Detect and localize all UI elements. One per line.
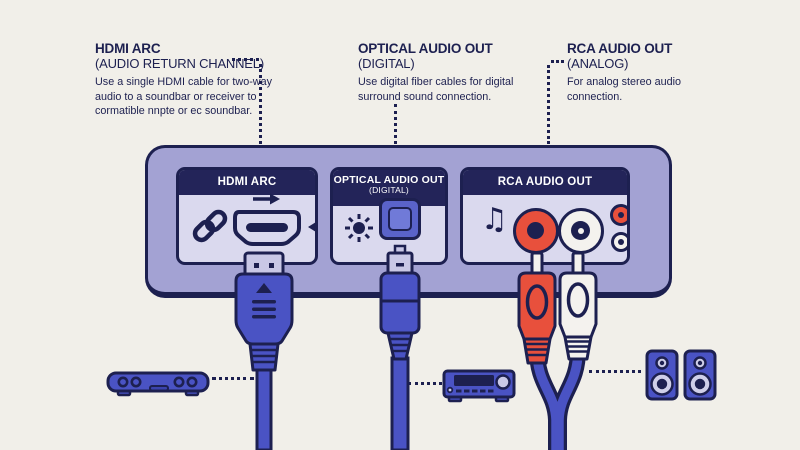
dotted-connector (551, 60, 564, 63)
rca-jack-white (558, 208, 604, 254)
input-triangle-icon (308, 222, 315, 232)
rca-port-box: RCA AUDIO OUT ♫ (460, 167, 630, 265)
dotted-connector (259, 64, 262, 144)
optical-port-header-sub: (DIGITAL) (369, 185, 409, 196)
rca-annotation-description: For analog stereo audio connection. (567, 76, 682, 103)
link-icon (192, 209, 228, 243)
hdmi-annotation: HDMI ARC (AUDIO RETURN CHANNEL) Use a si… (95, 41, 300, 118)
rca-jack-red-core (527, 222, 544, 239)
hdmi-annotation-title: HDMI ARC (95, 41, 161, 56)
hdmi-annotation-description: Use a single HDMI cable for two-way audi… (95, 76, 273, 117)
optical-annotation-title: OPTICAL AUDIO OUT (358, 41, 493, 56)
rca-plugs (517, 251, 598, 450)
dotted-connector (408, 382, 442, 385)
hdmi-port-header: HDMI ARC (179, 170, 315, 195)
optical-port-inner (388, 207, 412, 231)
dotted-connector (547, 65, 550, 144)
hdmi-port-icon (233, 210, 301, 246)
dotted-connector (212, 377, 254, 380)
optical-annotation-description: Use digital fiber cables for digital sur… (358, 76, 514, 103)
optical-port-header-title: OPTICAL AUDIO OUT (333, 174, 445, 186)
optical-annotation: OPTICAL AUDIO OUT (DIGITAL) Use digital … (358, 41, 553, 104)
rca-annotation-subtitle: (ANALOG) (567, 55, 629, 71)
av-receiver (442, 369, 516, 403)
optical-annotation-subtitle: (DIGITAL) (358, 55, 415, 71)
dotted-connector (589, 370, 641, 373)
rca-jack-small-white-core (617, 238, 624, 245)
rca-jack-small-red-core (617, 211, 624, 218)
arrow-right-icon (253, 193, 280, 205)
hdmi-plug (234, 251, 294, 450)
optical-plug (379, 244, 421, 450)
light-icon (345, 214, 373, 242)
optical-port-icon (379, 198, 421, 240)
optical-port-box: OPTICAL AUDIO OUT (DIGITAL) (330, 167, 448, 265)
rca-jack-small-white (611, 232, 627, 252)
hdmi-annotation-subtitle: (AUDIO RETURN CHANNEL) (95, 55, 264, 71)
stereo-speakers (645, 349, 717, 401)
rca-jack-red (513, 208, 559, 254)
dotted-connector (394, 104, 397, 144)
rca-jack-small-red (610, 204, 627, 226)
hdmi-port-box: HDMI ARC (176, 167, 318, 265)
soundbar (106, 371, 210, 397)
rca-jack-white-dot (577, 227, 584, 234)
rca-port-header: RCA AUDIO OUT (463, 170, 627, 195)
rca-annotation-title: RCA AUDIO OUT (567, 41, 673, 56)
music-note-icon: ♫ (481, 202, 508, 237)
rca-annotation: RCA AUDIO OUT (ANALOG) For analog stereo… (567, 41, 717, 104)
dotted-connector (232, 58, 259, 61)
